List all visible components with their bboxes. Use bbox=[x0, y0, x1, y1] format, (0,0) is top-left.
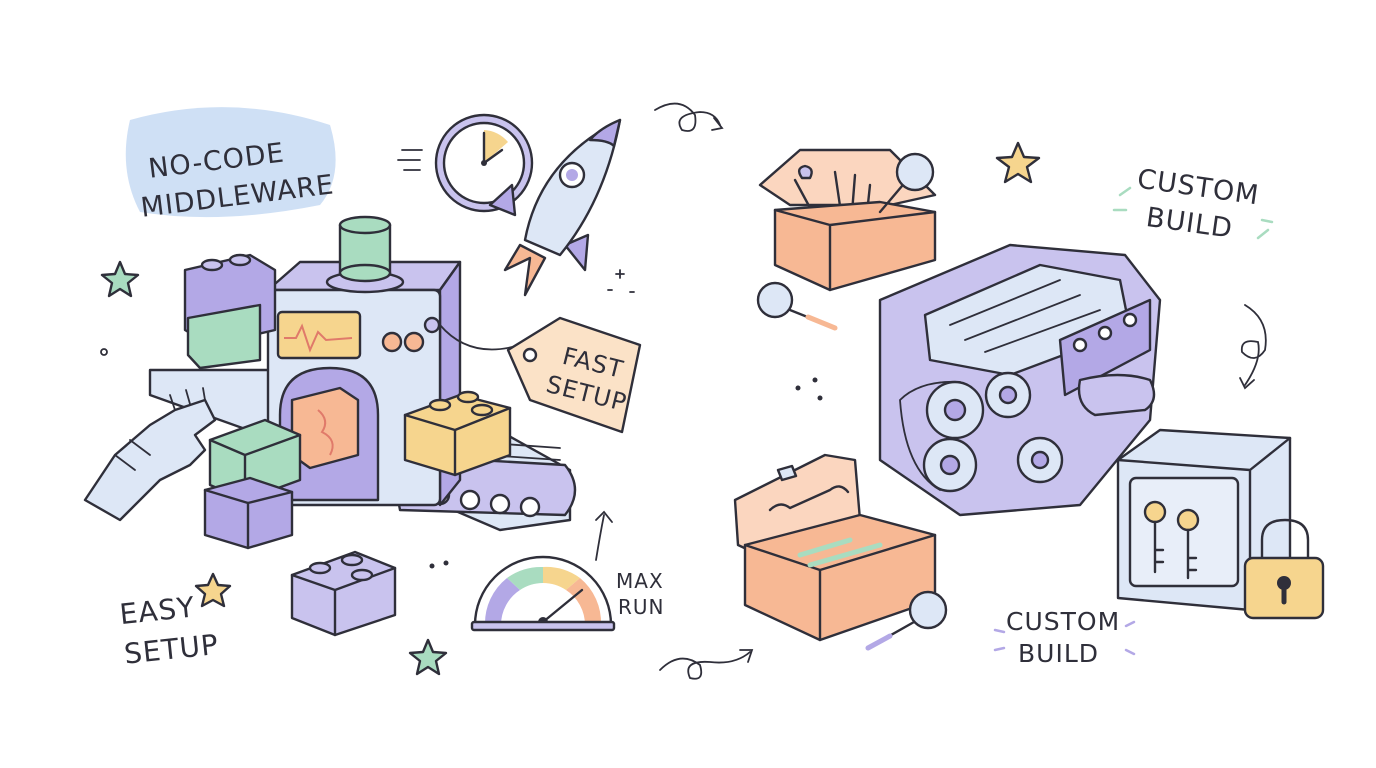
lego-brick-icon bbox=[183, 253, 277, 370]
arrow-icon bbox=[1239, 304, 1267, 390]
engine-icon bbox=[878, 243, 1162, 517]
puzzle-piece-icon bbox=[208, 418, 302, 502]
key-icon bbox=[1176, 508, 1200, 580]
star-icon bbox=[995, 141, 1041, 184]
padlock-icon bbox=[1243, 518, 1325, 620]
lego-brick-icon bbox=[403, 390, 512, 477]
key-icon bbox=[1143, 500, 1167, 574]
star-icon bbox=[408, 638, 448, 676]
arrow-icon bbox=[659, 649, 754, 680]
custom-build-label-bottom-line2: BUILD bbox=[1018, 639, 1099, 668]
toolbox-icon bbox=[733, 453, 937, 642]
label-highlight bbox=[125, 107, 336, 218]
easy-setup-label-line1: EASY bbox=[118, 590, 197, 631]
custom-build-label-bottom-line1: CUSTOM bbox=[1006, 607, 1120, 636]
rocket-icon bbox=[488, 118, 622, 297]
price-tag-icon: FAST SETUP bbox=[439, 316, 642, 434]
lego-brick-icon bbox=[290, 550, 397, 637]
star-icon bbox=[100, 260, 140, 298]
max-run-label-line2: RUN bbox=[618, 595, 665, 619]
clock-icon bbox=[397, 113, 534, 213]
magnifier-icon bbox=[878, 152, 935, 214]
arrow-icon bbox=[654, 102, 724, 132]
star-icon bbox=[194, 572, 232, 608]
robot-hand-icon bbox=[83, 387, 217, 522]
magnifier-icon bbox=[865, 590, 948, 651]
magnifier-icon bbox=[756, 281, 838, 331]
easy-setup-label-line2: SETUP bbox=[123, 628, 221, 671]
puzzle-piece-icon bbox=[290, 386, 360, 470]
custom-build-label-top-line2: BUILD bbox=[1144, 202, 1235, 245]
puzzle-piece-icon bbox=[203, 476, 294, 550]
speed-gauge-icon bbox=[470, 510, 616, 632]
max-run-label-line1: MAX bbox=[616, 569, 664, 593]
toolbox-icon bbox=[758, 148, 937, 292]
